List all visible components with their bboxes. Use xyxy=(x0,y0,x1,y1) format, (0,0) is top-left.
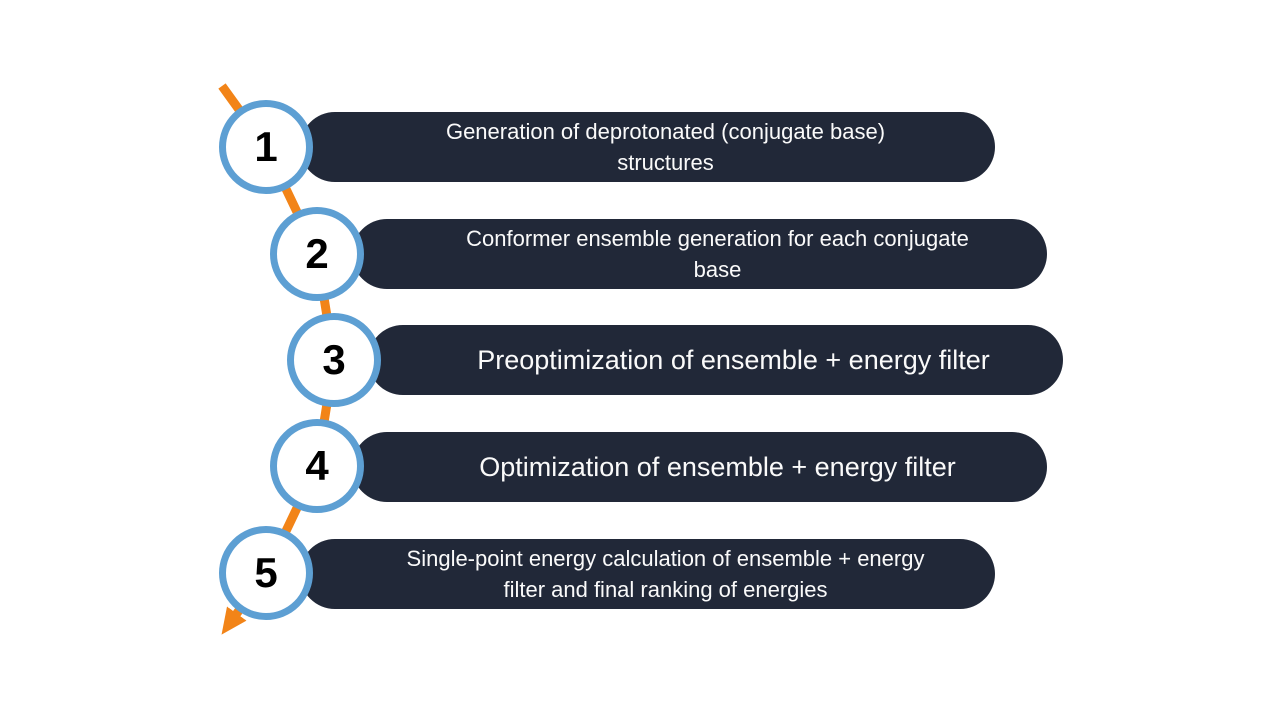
step-label-line: Generation of deprotonated (conjugate ba… xyxy=(445,119,886,144)
step-number: 4 xyxy=(305,442,329,489)
step-number: 3 xyxy=(322,336,346,383)
step-label-line: Single-point energy calculation of ensem… xyxy=(406,546,925,571)
step-bar-1: Generation of deprotonated (conjugate ba… xyxy=(300,112,995,182)
step-label-line: Preoptimization of ensemble + energy fil… xyxy=(477,345,990,375)
step-number: 5 xyxy=(254,549,278,596)
step-bar-5: Single-point energy calculation of ensem… xyxy=(300,539,995,609)
step-number: 2 xyxy=(305,230,329,277)
step-label-line: Optimization of ensemble + energy filter xyxy=(479,452,956,482)
step-bar-2: Conformer ensemble generation for each c… xyxy=(352,219,1047,289)
step-label-line: Conformer ensemble generation for each c… xyxy=(466,226,969,251)
step-number-badge-2: 2 xyxy=(270,207,364,301)
step-bar-3: Preoptimization of ensemble + energy fil… xyxy=(368,325,1063,395)
step-label-line: filter and final ranking of energies xyxy=(503,577,828,602)
step-number-badge-5: 5 xyxy=(219,526,313,620)
step-bar-4: Optimization of ensemble + energy filter xyxy=(352,432,1047,502)
step-number-badge-3: 3 xyxy=(287,313,381,407)
step-label-line: structures xyxy=(617,150,714,175)
step-number-badge-4: 4 xyxy=(270,419,364,513)
step-number: 1 xyxy=(254,123,278,170)
step-number-badge-1: 1 xyxy=(219,100,313,194)
step-label-line: base xyxy=(693,257,742,282)
